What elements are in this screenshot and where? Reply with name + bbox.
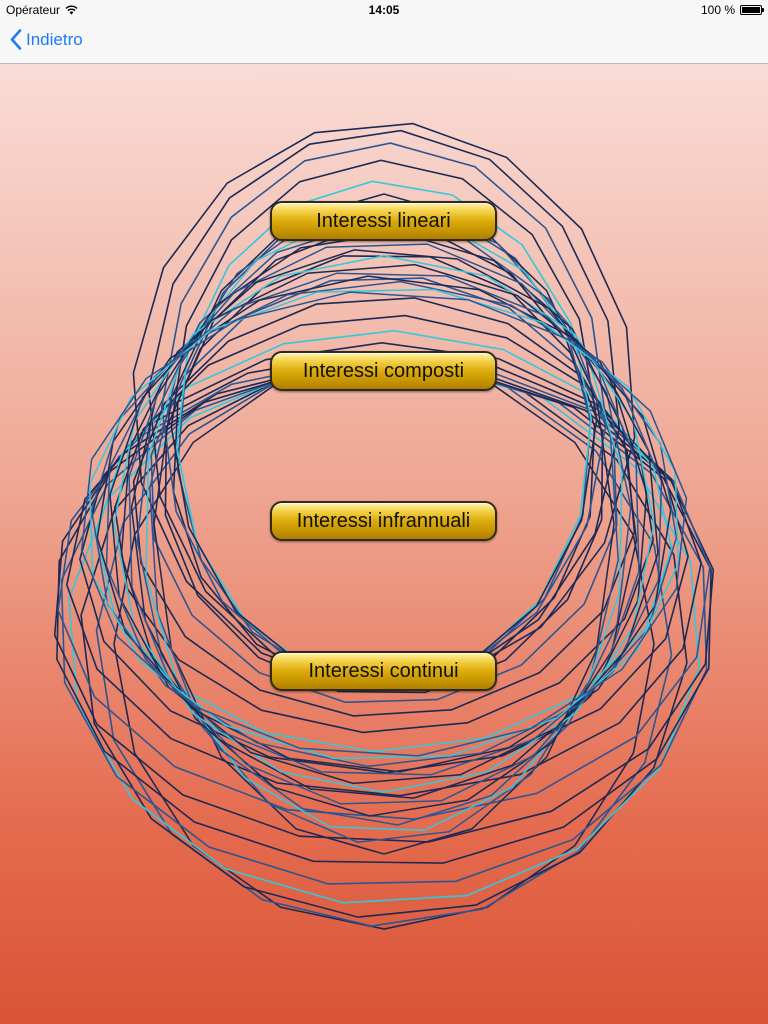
spirograph-line <box>145 216 623 832</box>
main-content: Interessi lineari Interessi composti Int… <box>0 64 768 1024</box>
button-label: Interessi composti <box>302 359 465 382</box>
spirograph-line <box>150 277 618 704</box>
button-label: Interessi continui <box>308 659 459 682</box>
button-label: Interessi infrannuali <box>296 509 471 532</box>
spirograph-line <box>60 365 708 885</box>
spirograph-line <box>95 358 673 927</box>
interessi-lineari-button[interactable]: Interessi lineari <box>270 201 497 241</box>
battery-icon <box>740 5 764 15</box>
spirograph-line <box>105 272 663 776</box>
spirograph-line <box>149 205 619 843</box>
spirograph-line <box>109 263 659 785</box>
spirograph-line <box>57 357 711 820</box>
wifi-icon <box>65 5 78 15</box>
spirograph-line <box>113 255 655 793</box>
button-label: Interessi lineari <box>316 209 451 232</box>
status-bar: Opérateur 14:05 100 % <box>0 0 768 20</box>
interessi-composti-button[interactable]: Interessi composti <box>270 351 497 391</box>
spirograph-line <box>90 280 678 768</box>
spirograph-line <box>95 329 673 753</box>
spirograph-line <box>80 360 688 918</box>
back-button[interactable]: Indietro <box>10 29 83 50</box>
status-right: 100 % <box>700 3 764 17</box>
carrier-label: Opérateur <box>6 3 61 17</box>
interessi-infrannuali-button[interactable]: Interessi infrannuali <box>270 501 497 541</box>
status-time: 14:05 <box>368 3 400 17</box>
navigation-bar: Indietro <box>0 20 768 64</box>
spirograph-line <box>164 255 604 694</box>
chevron-left-icon <box>10 29 22 50</box>
carrier-group: Opérateur <box>6 3 78 17</box>
spirograph-line <box>120 249 648 799</box>
back-label: Indietro <box>26 29 83 49</box>
spirograph-line <box>80 291 688 757</box>
spirograph-line <box>113 358 655 930</box>
spirograph-line <box>113 314 655 734</box>
spirograph-line <box>56 365 712 864</box>
spirograph-line <box>53 362 715 843</box>
spirograph-line <box>68 362 700 904</box>
battery-percent: 100 % <box>700 3 735 17</box>
interessi-continui-button[interactable]: Interessi continui <box>270 651 497 691</box>
